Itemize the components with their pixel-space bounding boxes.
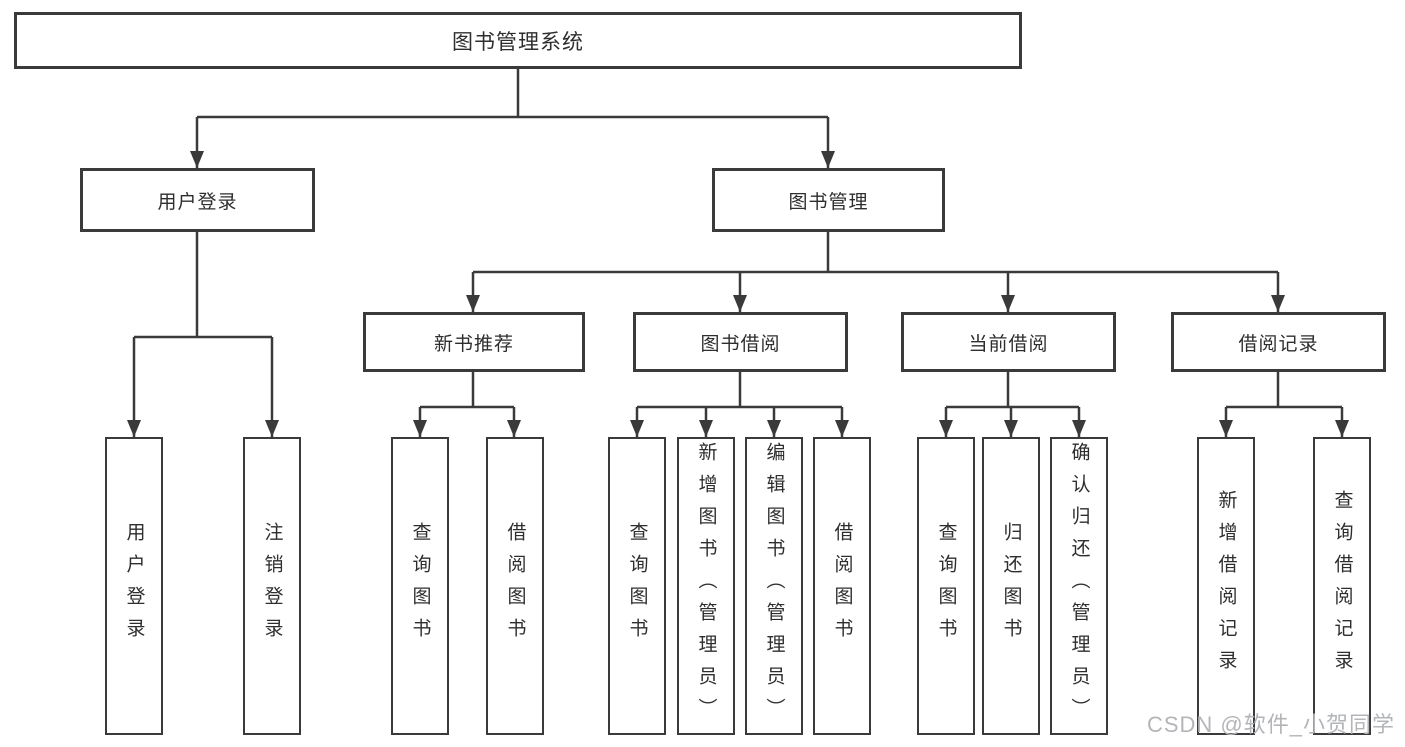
connector-current-borrow-to-leaves [939,372,1086,437]
leaf-query-books-recommend: 查询图书 [391,437,449,735]
connector-book-borrow-to-leaves [630,372,849,437]
leaf-label: 新增图书（管理员） [695,442,717,730]
leaf-user-login: 用户登录 [105,437,163,735]
leaf-label: 编辑图书（管理员） [763,442,785,730]
leaf-query-books-borrow: 查询图书 [608,437,666,735]
node-label: 新书推荐 [433,333,514,355]
connector-book-mgmt-to-level3 [466,232,1285,312]
leaf-label: 查询图书 [626,522,648,650]
connector-borrow-records-to-leaves [1219,372,1349,437]
node-label: 图书管理系统 [452,30,584,54]
leaf-label: 新增借阅记录 [1215,490,1237,682]
connector-new-book-to-leaves [413,372,521,437]
leaf-label: 归还图书 [1000,522,1022,650]
leaf-logout: 注销登录 [243,437,301,735]
leaf-label: 借阅图书 [504,522,526,650]
node-new-book-recommend: 新书推荐 [363,312,585,372]
node-book-borrow: 图书借阅 [633,312,848,372]
leaf-edit-book-admin: 编辑图书（管理员） [745,437,803,735]
node-label: 借阅记录 [1238,333,1319,355]
leaf-label: 注销登录 [261,522,283,650]
node-label: 用户登录 [157,191,238,213]
connector-root-to-level2 [190,69,835,168]
leaf-label: 确认归还（管理员） [1068,442,1090,730]
node-borrow-records: 借阅记录 [1171,312,1386,372]
leaf-query-books-current: 查询图书 [917,437,975,735]
node-current-borrow: 当前借阅 [901,312,1116,372]
leaf-query-borrow-record: 查询借阅记录 [1313,437,1371,735]
leaf-borrow-books-recommend: 借阅图书 [486,437,544,735]
leaf-label: 查询图书 [935,522,957,650]
leaf-label: 查询图书 [409,522,431,650]
leaf-label: 借阅图书 [831,522,853,650]
leaf-confirm-return-admin: 确认归还（管理员） [1050,437,1108,735]
node-book-management: 图书管理 [712,168,945,232]
node-label: 图书管理 [788,191,869,213]
leaf-label: 用户登录 [123,522,145,650]
node-label: 图书借阅 [700,333,781,355]
leaf-return-book: 归还图书 [982,437,1040,735]
node-user-login: 用户登录 [80,168,315,232]
leaf-borrow-books: 借阅图书 [813,437,871,735]
leaf-label: 查询借阅记录 [1331,490,1353,682]
connector-user-login-to-leaves [127,232,279,437]
node-library-management-system: 图书管理系统 [14,12,1022,69]
node-label: 当前借阅 [968,333,1049,355]
leaf-add-borrow-record: 新增借阅记录 [1197,437,1255,735]
leaf-add-book-admin: 新增图书（管理员） [677,437,735,735]
